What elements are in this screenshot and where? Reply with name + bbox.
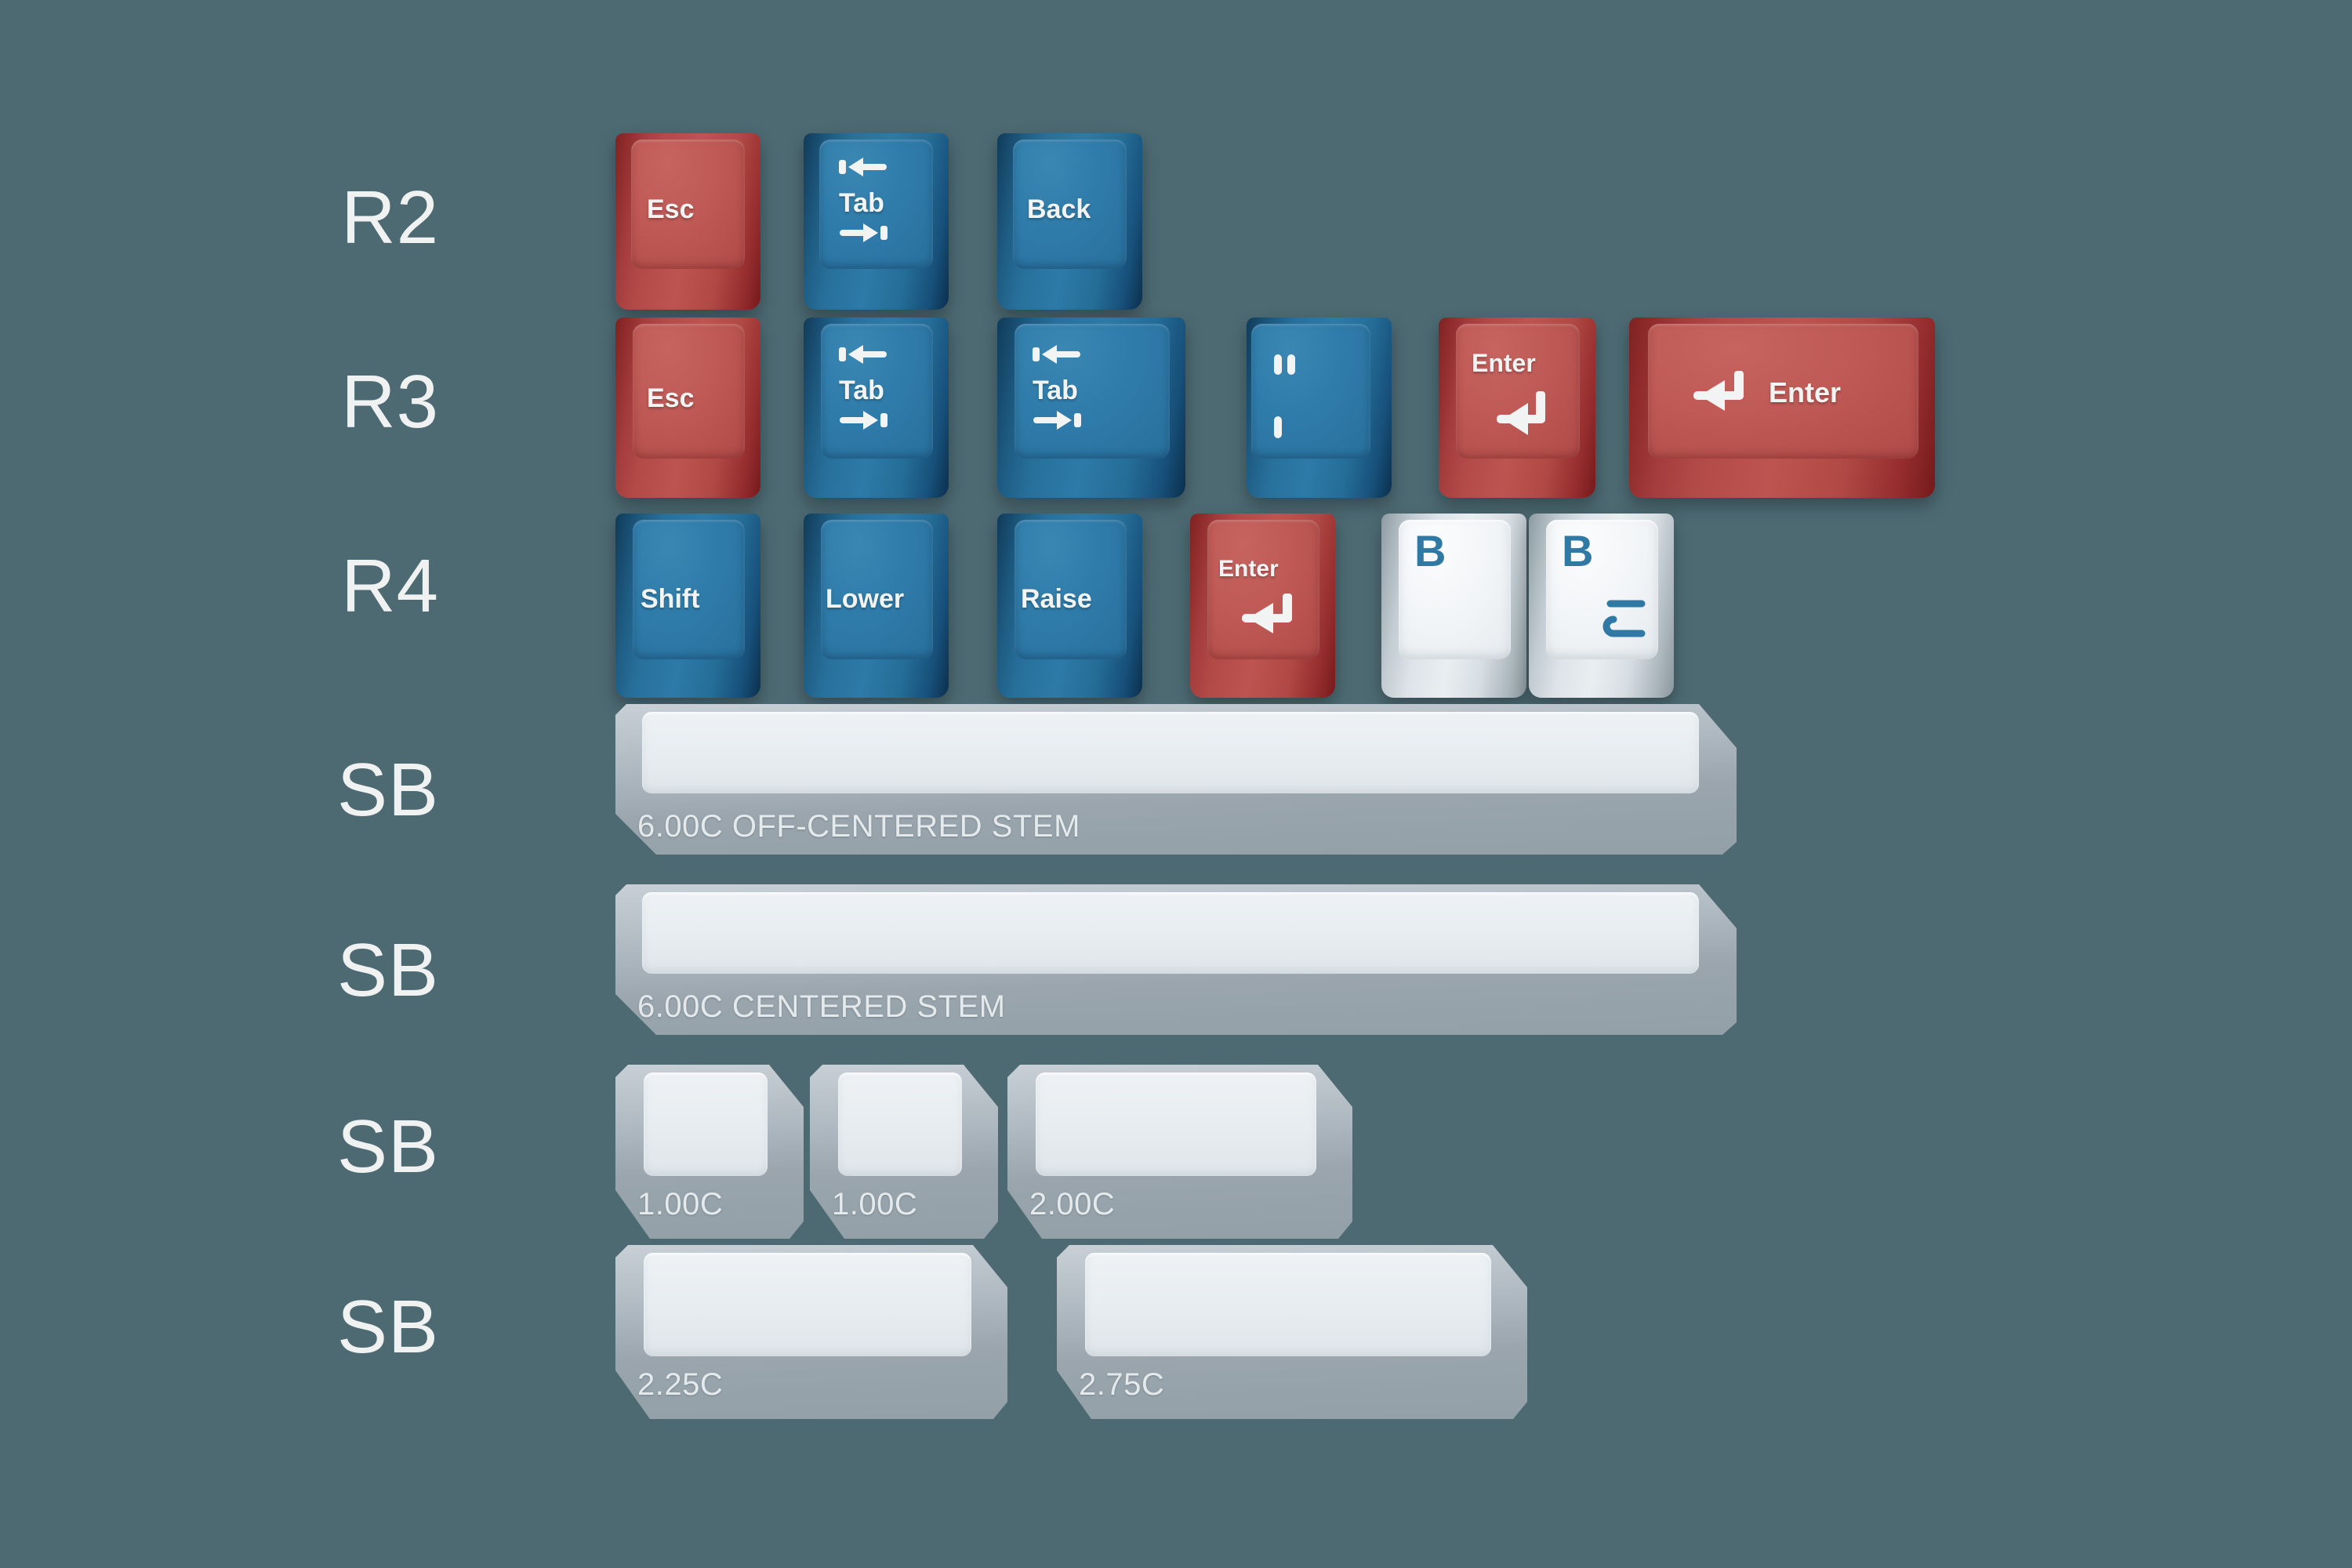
keycap-top-surface (1014, 324, 1170, 459)
row-label-sb-2: SB (336, 928, 439, 1012)
row-label-r4: R4 (341, 544, 439, 628)
keycap-top-surface (1251, 324, 1370, 459)
sb-cap-size-label: 2.75C (1079, 1367, 1165, 1402)
row-label-sb-1: SB (336, 748, 439, 832)
keycap-r3-quote[interactable] (1247, 318, 1392, 498)
keycap-top-surface (1456, 324, 1580, 459)
sb-cap-top-surface (838, 1073, 962, 1176)
keycap-top-surface (821, 324, 933, 459)
keycap-r3-enter-wide[interactable]: Enter (1629, 318, 1935, 498)
spacebar-top-surface (642, 712, 1699, 793)
keycap-r4-b[interactable]: B (1381, 514, 1526, 698)
keycap-r3-tab[interactable]: Tab (804, 318, 949, 498)
keycap-r2-esc[interactable]: Esc (615, 133, 760, 310)
keycap-top-surface (1014, 520, 1127, 659)
keycap-top-surface (1546, 520, 1658, 659)
keycap-top-surface (633, 324, 745, 459)
keycap-r4-lower[interactable]: Lower (804, 514, 949, 698)
keycap-top-surface (631, 140, 745, 269)
sb-cap-top-surface (644, 1253, 971, 1356)
keycap-top-surface (819, 140, 933, 269)
keycap-top-surface (1648, 324, 1918, 459)
keycap-top-surface (633, 520, 745, 659)
spacebar-top-surface (642, 892, 1699, 974)
sb-cap-top-surface (1036, 1073, 1316, 1176)
keycap-r4-enter[interactable]: Enter (1190, 514, 1335, 698)
sb-cap-top-surface (1085, 1253, 1491, 1356)
spacebar-6u-offcentered[interactable]: 6.00C OFF-CENTERED STEM (615, 704, 1737, 855)
spacebar-size-label: 6.00C OFF-CENTERED STEM (637, 809, 1080, 844)
keycap-top-surface (1013, 140, 1127, 269)
keycap-r4-raise[interactable]: Raise (997, 514, 1142, 698)
keycap-r3-enter-iso[interactable]: Enter (1439, 318, 1595, 498)
keycap-r4-shift[interactable]: Shift (615, 514, 760, 698)
row-label-r2: R2 (341, 176, 439, 260)
keycap-top-surface (821, 520, 933, 659)
sb-cap-size-label: 1.00C (637, 1187, 724, 1221)
keycap-r2-back[interactable]: Back (997, 133, 1142, 310)
sb-cap-1u-b[interactable]: 1.00C (810, 1065, 998, 1239)
row-label-sb-3: SB (336, 1105, 439, 1189)
sb-cap-225u[interactable]: 2.25C (615, 1245, 1007, 1419)
keycap-top-surface (1207, 520, 1319, 659)
sb-cap-275u[interactable]: 2.75C (1057, 1245, 1527, 1419)
keycap-top-surface (1399, 520, 1511, 659)
spacebar-6u-centered[interactable]: 6.00C CENTERED STEM (615, 884, 1737, 1035)
sb-cap-size-label: 1.00C (832, 1187, 918, 1221)
keycap-r3-esc[interactable]: Esc (615, 318, 760, 498)
keycap-r3-tab-wide[interactable]: Tab (997, 318, 1185, 498)
keycap-r2-tab[interactable]: Tab (804, 133, 949, 310)
keycap-r4-b-homing[interactable]: B (1529, 514, 1674, 698)
sb-cap-2u[interactable]: 2.00C (1007, 1065, 1352, 1239)
sb-cap-1u-a[interactable]: 1.00C (615, 1065, 804, 1239)
row-label-r3: R3 (341, 360, 439, 444)
sb-cap-top-surface (644, 1073, 768, 1176)
row-label-sb-4: SB (336, 1285, 439, 1369)
sb-cap-size-label: 2.00C (1029, 1187, 1116, 1221)
spacebar-size-label: 6.00C CENTERED STEM (637, 989, 1006, 1024)
sb-cap-size-label: 2.25C (637, 1367, 724, 1402)
